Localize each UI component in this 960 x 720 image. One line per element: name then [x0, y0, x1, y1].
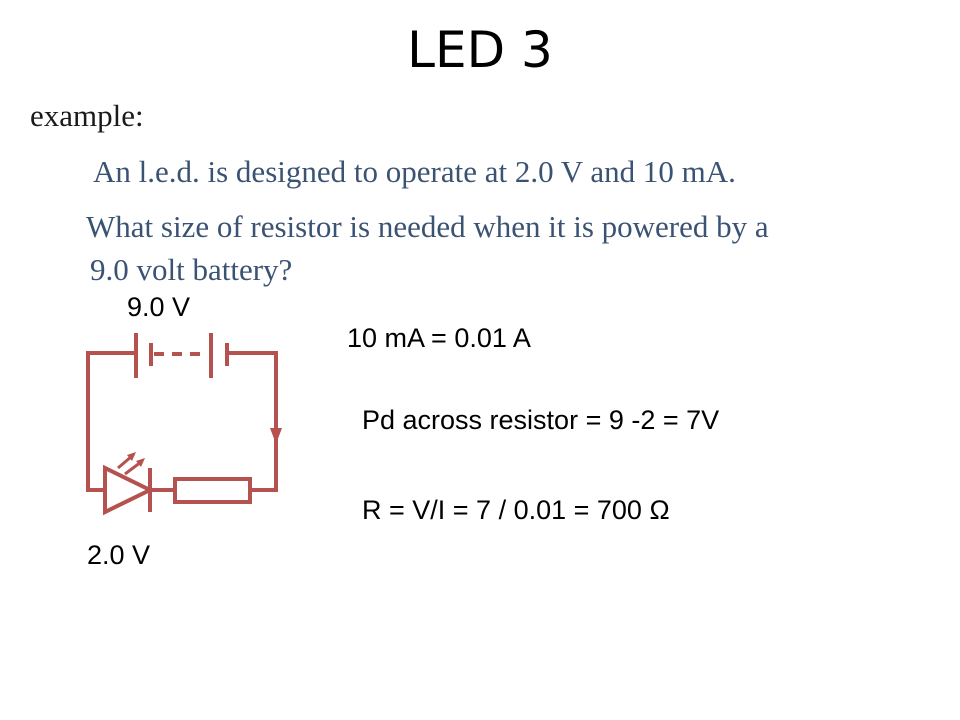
- battery-voltage-label: 9.0 V: [127, 292, 191, 322]
- working-line-current: 10 mA = 0.01 A: [347, 323, 531, 353]
- led-icon: [103, 452, 155, 516]
- working-line-pd: Pd across resistor = 9 -2 = 7V: [362, 405, 720, 435]
- circuit-wire-right: [227, 351, 278, 492]
- led-voltage-label: 2.0 V: [87, 540, 151, 570]
- working-line-resistance: R = V/I = 7 / 0.01 = 700 Ω: [362, 495, 670, 525]
- current-arrow-icon: [270, 428, 282, 444]
- resistor-icon: [173, 477, 252, 504]
- question-line-2: What size of resistor is needed when it …: [86, 209, 769, 244]
- question-line-3: 9.0 volt battery?: [90, 252, 293, 287]
- slide-title: LED 3: [407, 21, 553, 79]
- circuit-wire-left: [86, 351, 136, 492]
- battery-icon: [134, 333, 229, 378]
- question-line-1: An l.e.d. is designed to operate at 2.0 …: [93, 154, 736, 189]
- example-label: example:: [30, 98, 144, 133]
